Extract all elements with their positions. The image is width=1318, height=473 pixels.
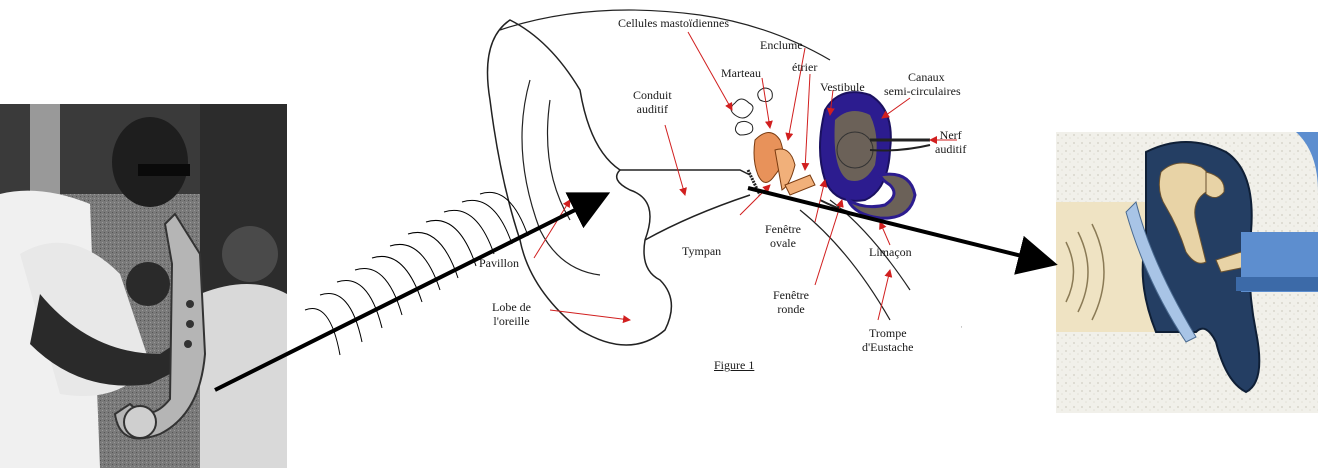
label-tympan: Tympan xyxy=(682,244,722,258)
label-trompe-line1: Trompe xyxy=(868,326,907,340)
label-nerf-line1: Nerf xyxy=(939,128,962,142)
label-trompe-eustache: Trompe d'Eustache xyxy=(862,326,913,354)
label-fenetre-ovale-line2: ovale xyxy=(769,236,796,250)
label-conduit-auditif: Conduit auditif xyxy=(633,88,672,116)
label-fenetre-ronde-line1: Fenêtre xyxy=(773,288,809,302)
label-nerf-auditif: Nerf auditif xyxy=(935,128,966,156)
svg-text:·: · xyxy=(960,322,963,332)
label-pavillon: Pavillon xyxy=(479,256,520,270)
label-fenetre-ronde: Fenêtre ronde xyxy=(773,288,809,316)
label-lobe-oreille: Lobe de l'oreille xyxy=(492,300,531,328)
saxophone-player-photo xyxy=(0,104,287,468)
label-canaux: Canaux xyxy=(908,70,945,84)
label-lobe-line1: Lobe de xyxy=(492,300,531,314)
label-fenetre-ovale-line1: Fenêtre xyxy=(765,222,801,236)
label-etrier: étrier xyxy=(792,60,818,74)
label-fenetre-ronde-line2: ronde xyxy=(777,302,805,316)
label-limacon: Limaçon xyxy=(869,245,912,259)
label-trompe-line2: d'Eustache xyxy=(862,340,914,354)
label-vestibule: Vestibule xyxy=(820,80,865,94)
label-conduit-line2: auditif xyxy=(636,102,668,116)
label-lobe-line2: l'oreille xyxy=(493,314,530,328)
label-marteau: Marteau xyxy=(721,66,761,80)
middle-ear-closeup-illustration xyxy=(1056,132,1318,413)
ear-anatomy-diagram: · Cellules mastoïdiennes Enclume Marteau… xyxy=(470,0,990,385)
label-conduit-line1: Conduit xyxy=(633,88,672,102)
label-enclume: Enclume xyxy=(760,38,803,52)
ossicles xyxy=(753,132,784,183)
figure-caption: Figure 1 xyxy=(714,358,755,372)
label-fenetre-ovale: Fenêtre ovale xyxy=(765,222,801,250)
label-cellules-mastoidiennes: Cellules mastoïdiennes xyxy=(618,16,729,30)
label-semi-circulaires: semi-circulaires xyxy=(884,84,961,98)
pinna-outline xyxy=(486,19,673,346)
label-canaux-line1: Canaux xyxy=(908,70,945,84)
label-nerf-line2: auditif xyxy=(935,142,967,156)
